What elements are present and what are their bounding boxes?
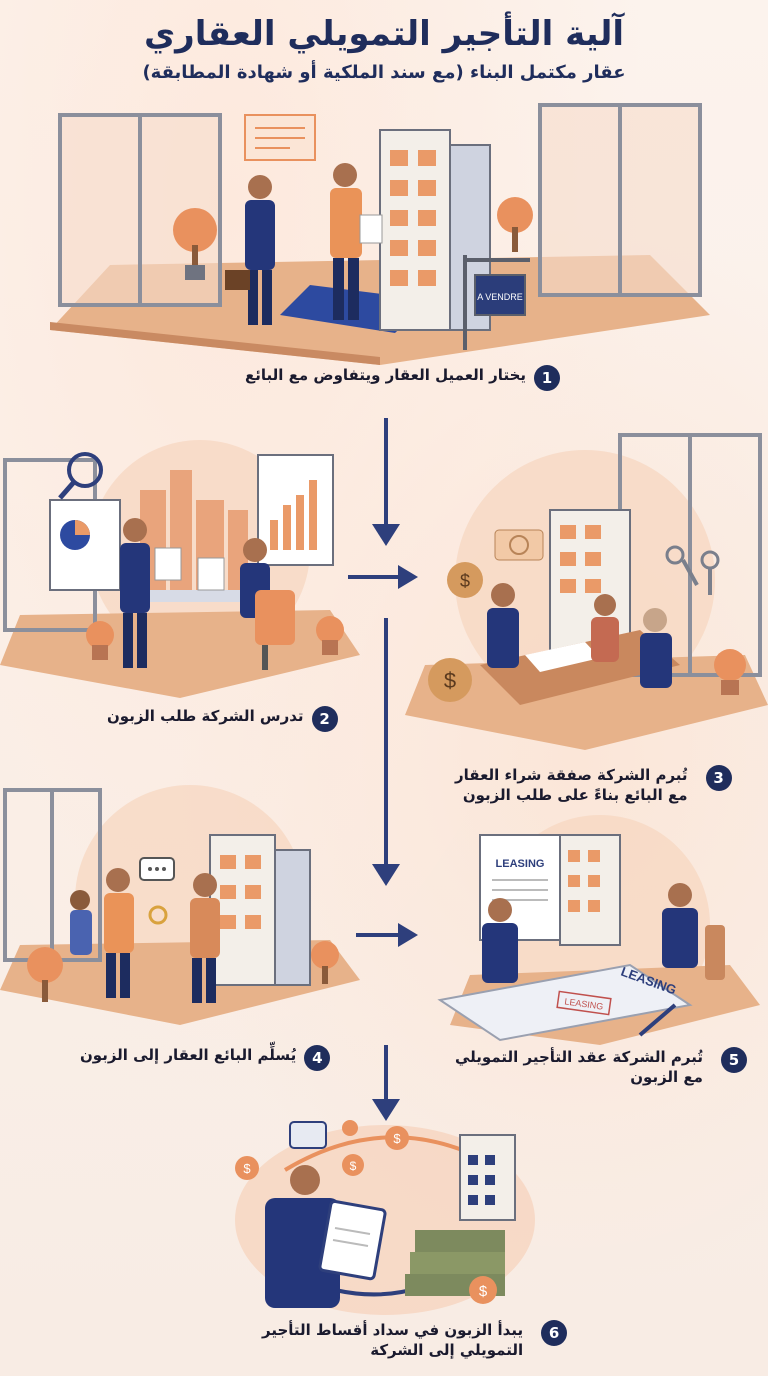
- sale-sign-label: A VENDRE: [477, 292, 523, 302]
- svg-text:$: $: [444, 668, 456, 693]
- scene-purchase-deal: $ $: [405, 430, 768, 750]
- step-3-line-1: تُبرم الشركة صفقة شراء العقار: [455, 766, 688, 784]
- step-5-caption: تُبرم الشركة عقد التأجير التمويلي مع الز…: [455, 1047, 703, 1087]
- scene-leasing-contract: LEASING LEASING LEASING: [430, 815, 768, 1050]
- step-6-caption: يبدأ الزبون في سداد أقساط التأجير التموي…: [262, 1320, 523, 1360]
- step-3-number: 3: [705, 765, 732, 791]
- step-4-number: 4: [304, 1045, 331, 1071]
- step-6-number: 6: [541, 1320, 568, 1346]
- scene-property-negotiation: A VENDRE: [50, 95, 710, 365]
- step-1-caption: يختار العميل العقار ويتفاوض مع البائع: [245, 366, 527, 384]
- scene-company-review: [0, 440, 360, 700]
- flow-arrow-down-1: [372, 418, 400, 546]
- step-1-number: 1: [534, 365, 561, 391]
- step-2: 2 تدرس الشركة طلب الزبون: [107, 706, 338, 732]
- svg-text:$: $: [479, 1283, 488, 1300]
- step-2-number: 2: [311, 706, 338, 732]
- page-title: آلية التأجير التمويلي العقاري: [143, 14, 625, 54]
- step-4: 4 يُسلِّم البائع العقار إلى الزبون: [80, 1045, 331, 1071]
- svg-text:$: $: [393, 1131, 401, 1146]
- scene-property-handover: [0, 780, 360, 1030]
- step-5: 5 تُبرم الشركة عقد التأجير التمويلي مع ا…: [455, 1047, 747, 1087]
- scene-installment-payment: $ $ $ $: [225, 1110, 545, 1320]
- step-2-caption: تدرس الشركة طلب الزبون: [107, 707, 304, 725]
- svg-text:$: $: [243, 1161, 251, 1176]
- step-5-line-1: تُبرم الشركة عقد التأجير التمويلي: [455, 1048, 703, 1066]
- svg-text:$: $: [460, 571, 470, 591]
- flow-arrow-right-1: [348, 565, 418, 589]
- step-1: 1 يختار العميل العقار ويتفاوض مع البائع: [245, 365, 561, 391]
- leasing-document-label: LEASING: [496, 858, 545, 870]
- flow-arrow-down-3: [372, 1045, 400, 1121]
- step-3: 3 تُبرم الشركة صفقة شراء العقار مع البائ…: [455, 765, 732, 805]
- step-6-line-1: يبدأ الزبون في سداد أقساط التأجير: [262, 1321, 524, 1339]
- step-5-line-2: مع الزبون: [630, 1068, 703, 1086]
- step-6: 6 يبدأ الزبون في سداد أقساط التأجير التم…: [262, 1320, 568, 1360]
- step-5-number: 5: [720, 1047, 747, 1073]
- page-subtitle: عقار مكتمل البناء (مع سند الملكية أو شها…: [142, 62, 626, 83]
- step-3-caption: تُبرم الشركة صفقة شراء العقار مع البائع …: [455, 765, 688, 805]
- svg-text:$: $: [350, 1159, 357, 1173]
- flow-arrow-down-2: [372, 618, 400, 886]
- step-3-line-2: مع البائع بناءً على طلب الزبون: [462, 786, 688, 804]
- step-6-line-2: التمويلي إلى الشركة: [370, 1341, 524, 1359]
- flow-arrow-right-2: [356, 923, 418, 947]
- step-4-caption: يُسلِّم البائع العقار إلى الزبون: [80, 1046, 297, 1064]
